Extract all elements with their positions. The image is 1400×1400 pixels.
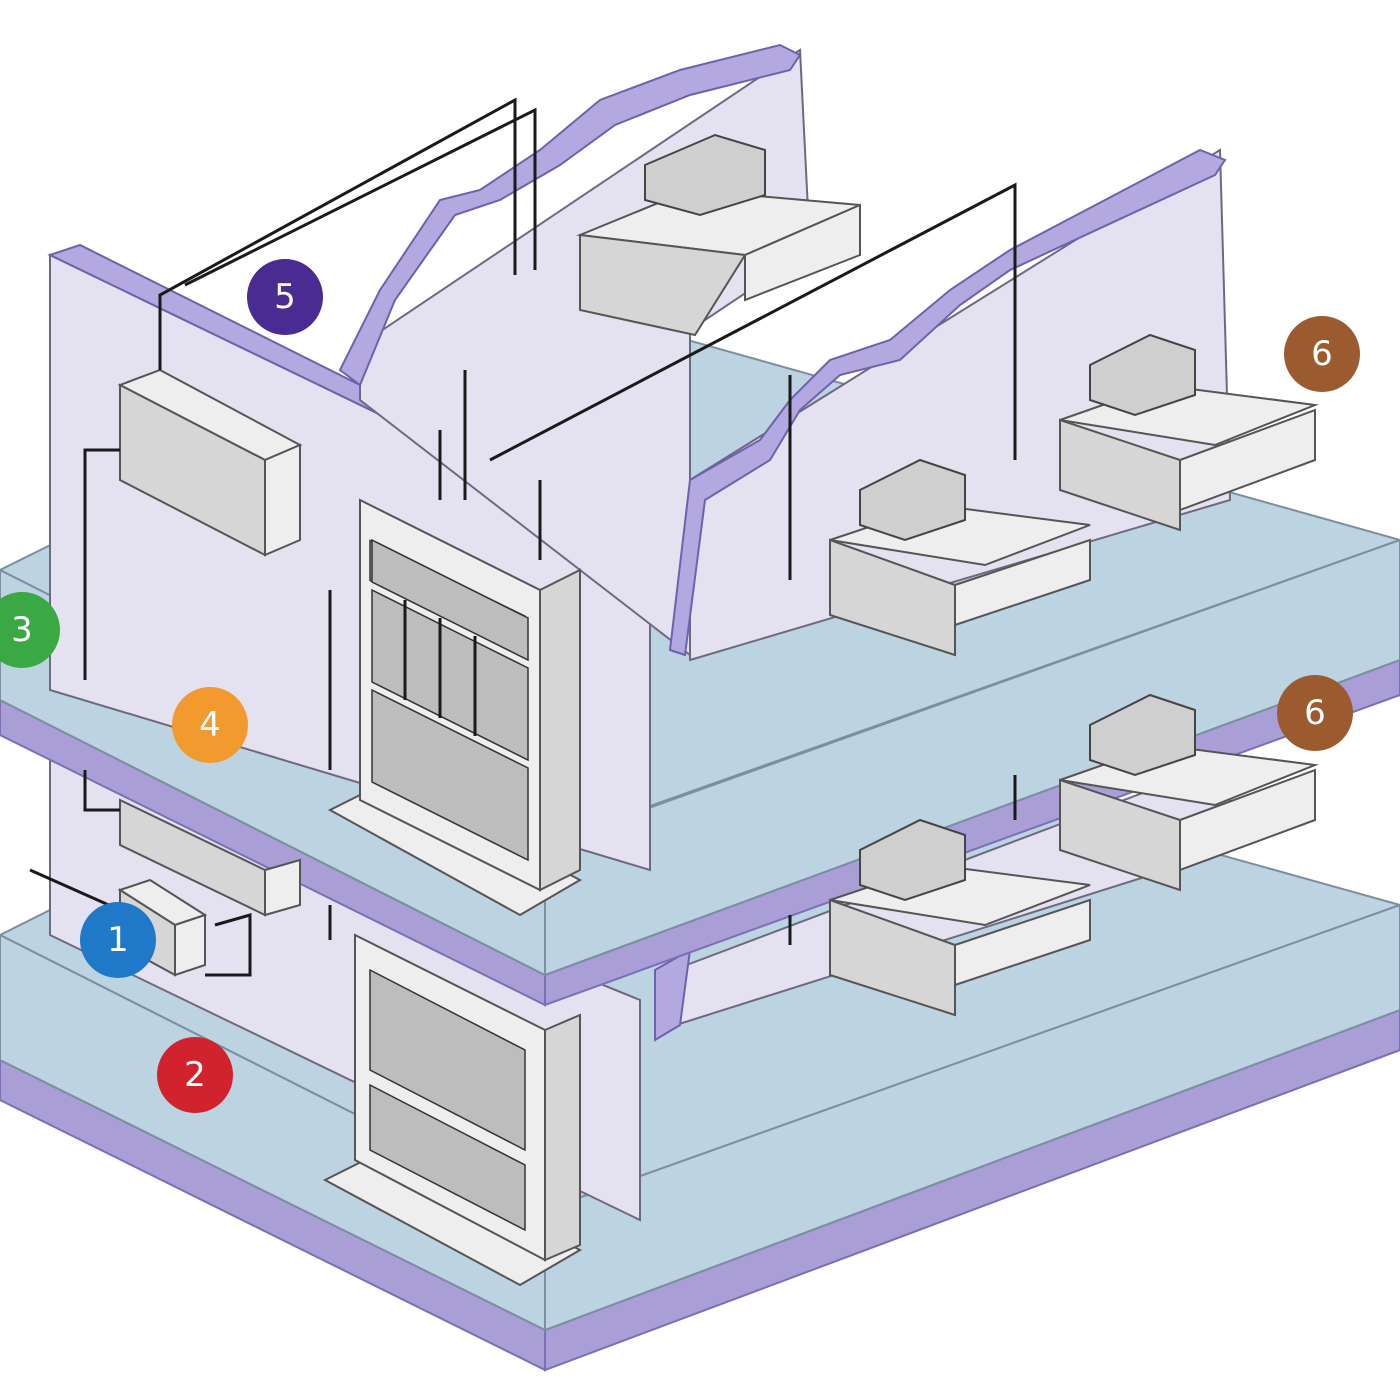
marker-label: 6 bbox=[1304, 693, 1326, 733]
marker-label: 3 bbox=[11, 610, 33, 650]
workstation-top-back bbox=[576, 133, 861, 337]
marker-circle bbox=[1277, 675, 1353, 751]
cabling-runs bbox=[29, 97, 1017, 977]
marker-6a: 6 bbox=[1284, 316, 1360, 392]
workstation-lower-right bbox=[1059, 693, 1319, 892]
marker-label: 5 bbox=[274, 277, 296, 317]
workstation-upper-right bbox=[1059, 333, 1319, 532]
marker-circle bbox=[80, 902, 156, 978]
marker-label: 6 bbox=[1311, 334, 1333, 374]
marker-6b: 6 bbox=[1277, 675, 1353, 751]
marker-5: 5 bbox=[247, 259, 323, 335]
marker-circle bbox=[247, 259, 323, 335]
wall-mounted-patch-box-upper bbox=[117, 368, 303, 557]
marker-3: 3 bbox=[0, 592, 60, 668]
callout-markers: 1 2 3 4 5 6 6 bbox=[0, 259, 1360, 1113]
marker-label: 4 bbox=[199, 705, 221, 745]
marker-4: 4 bbox=[172, 687, 248, 763]
workstation-lower-left bbox=[829, 818, 1091, 1017]
equipment-rack-upper bbox=[327, 498, 583, 917]
marker-circle bbox=[172, 687, 248, 763]
marker-circle bbox=[1284, 316, 1360, 392]
marker-circle bbox=[0, 592, 60, 668]
wall-mounted-patch-box-lower bbox=[119, 798, 301, 917]
marker-1: 1 bbox=[80, 902, 156, 978]
marker-2: 2 bbox=[157, 1037, 233, 1113]
workstation-upper-left bbox=[829, 458, 1091, 657]
marker-label: 1 bbox=[107, 920, 129, 960]
equipment-rack-ground bbox=[322, 933, 583, 1287]
marker-circle bbox=[157, 1037, 233, 1113]
marker-label: 2 bbox=[184, 1055, 206, 1095]
